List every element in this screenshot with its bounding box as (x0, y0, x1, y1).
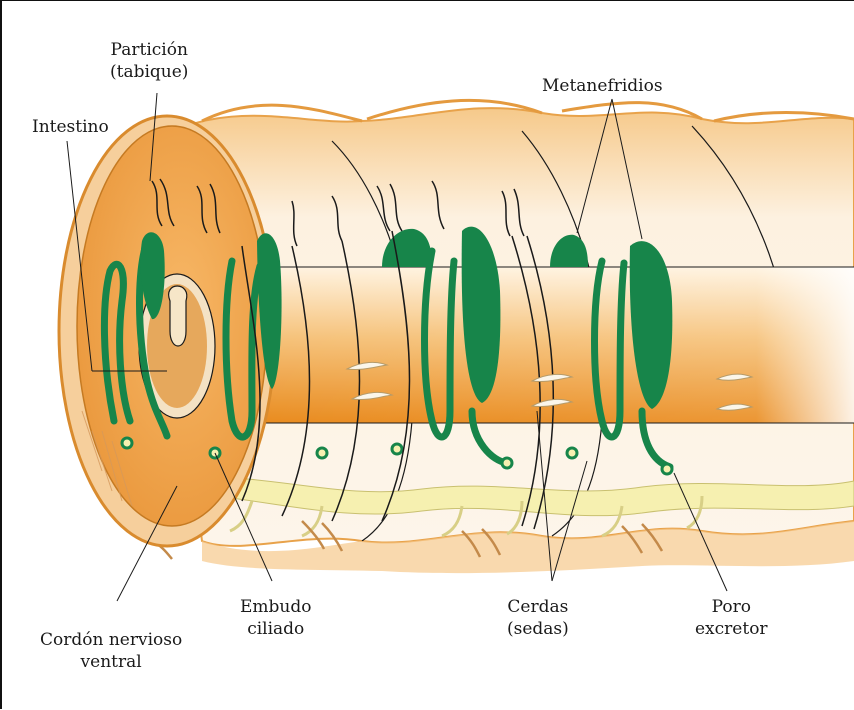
label-embudo-ciliado: Embudo ciliado (240, 596, 311, 640)
cross-section (59, 116, 275, 546)
label-metanefridios: Metanefridios (542, 75, 663, 97)
label-particion: Partición (tabique) (110, 39, 188, 83)
label-poro-excretor: Poro excretor (695, 596, 768, 640)
label-cerdas: Cerdas (sedas) (507, 596, 569, 640)
intestine (192, 267, 854, 423)
label-cordon-nervioso: Cordón nervioso ventral (40, 629, 182, 673)
label-intestino: Intestino (32, 116, 109, 138)
